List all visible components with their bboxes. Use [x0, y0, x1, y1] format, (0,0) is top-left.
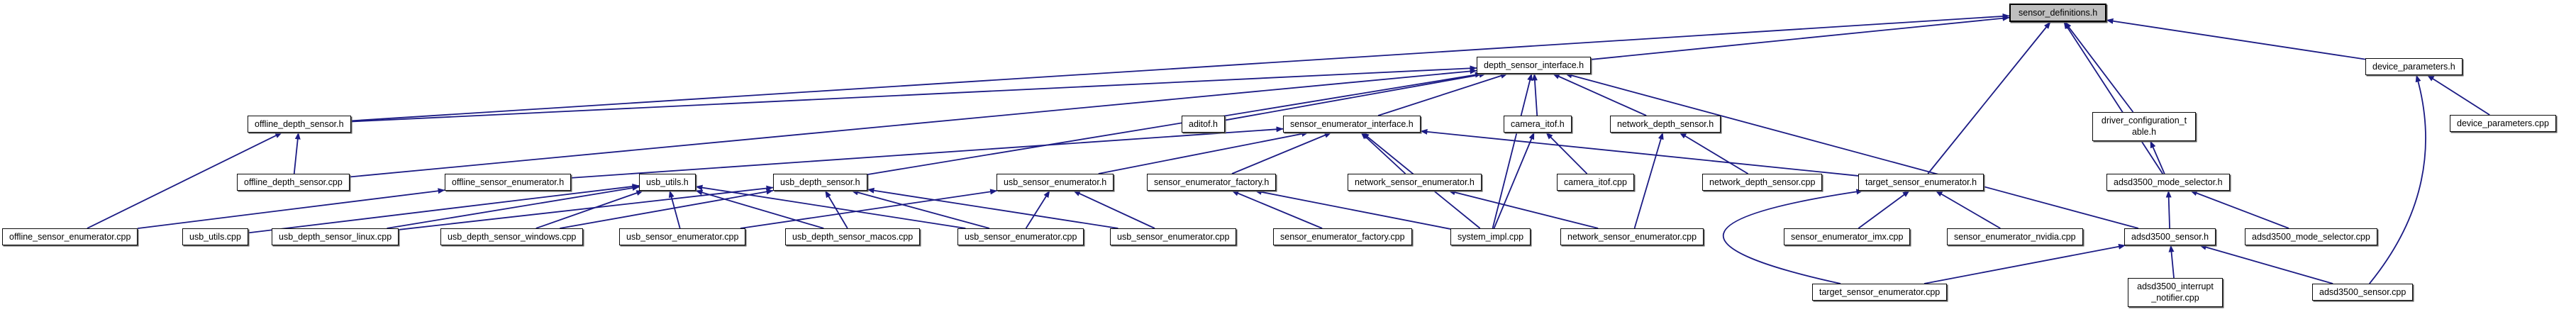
edge-usb_depth_sensor_windows_cpp-to-usb_utils_h [535, 190, 644, 229]
graph-node-adsd3500-interrupt-notifier-cpp[interactable]: adsd3500_interrupt_notifier.cpp [2128, 278, 2223, 307]
edge-sensor_enumerator_interface_h-to-depth_sensor_interface_h [1377, 73, 1508, 116]
edge-device_parameters_h-to-sensor_definitions_h [2106, 18, 2366, 60]
edge-adsd3500_mode_selector_cpp-to-adsd3500_mode_selector_h [2189, 190, 2289, 229]
graph-node-driver-configuration-table-h[interactable]: driver_configuration_table.h [2092, 112, 2196, 141]
graph-node-network-depth-sensor-h[interactable]: network_depth_sensor.h [1610, 116, 1721, 133]
edge-adsd3500_sensor_h-to-depth_sensor_interface_h [1565, 72, 2139, 229]
edge-offline_sensor_enumerator_cpp-to-offline_depth_sensor_h [87, 132, 283, 229]
edge-network_sensor_enumerator_h-to-sensor_enumerator_interface_h [1360, 132, 1406, 174]
edge-aditof_h-to-depth_sensor_interface_h [1224, 72, 1487, 121]
graph-node-depth-sensor-interface-h[interactable]: depth_sensor_interface.h [1477, 57, 1592, 74]
graph-node-network-sensor-enumerator-h[interactable]: network_sensor_enumerator.h [1348, 174, 1482, 191]
edge-usb_sensor_enumerator_cpp_1-to-usb_sensor_enumerator_h [740, 189, 998, 229]
edge-camera_itof_cpp-to-camera_itof_h [1545, 132, 1588, 174]
graph-node-usb-depth-sensor-h[interactable]: usb_depth_sensor.h [773, 174, 867, 191]
edge-usb_sensor_enumerator_cpp_2-to-usb_utils_h [695, 184, 966, 229]
graph-node-sensor-definitions-h: sensor_definitions.h [2009, 4, 2107, 23]
graph-node-usb-sensor-enumerator-h[interactable]: usb_sensor_enumerator.h [996, 174, 1114, 191]
edge-sensor_enumerator_imx_cpp-to-target_sensor_enumerator_h [1858, 190, 1910, 229]
edge-system_impl_cpp-to-sensor_enumerator_factory_h [1254, 189, 1451, 230]
edge-adsd3500_sensor_h-to-adsd3500_mode_selector_h [2165, 190, 2172, 229]
edge-system_impl_cpp-to-camera_itof_h [1493, 132, 1535, 229]
edge-network_depth_sensor_h-to-depth_sensor_interface_h [1552, 73, 1647, 116]
edge-usb_depth_sensor_h-to-depth_sensor_interface_h [867, 72, 1482, 175]
graph-node-sensor-enumerator-interface-h[interactable]: sensor_enumerator_interface.h [1283, 116, 1421, 133]
edge-usb_utils_cpp-to-usb_utils_h [248, 183, 640, 234]
edge-adsd3500_mode_selector_h-to-driver_configuration_table_h [2150, 140, 2165, 174]
edge-usb_sensor_enumerator_cpp_1-to-usb_utils_h [668, 190, 681, 229]
graph-node-usb-depth-sensor-linux-cpp[interactable]: usb_depth_sensor_linux.cpp [272, 228, 399, 246]
edge-offline_sensor_enumerator_cpp-to-offline_sensor_enumerator_h [137, 188, 445, 229]
graph-node-camera-itof-cpp[interactable]: camera_itof.cpp [1557, 174, 1634, 191]
graph-node-sensor-enumerator-imx-cpp[interactable]: sensor_enumerator_imx.cpp [1784, 228, 1911, 246]
edge-sensor_enumerator_factory_cpp-to-sensor_enumerator_factory_h [1231, 190, 1323, 229]
graph-node-aditof-h[interactable]: aditof.h [1182, 116, 1226, 133]
edge-target_sensor_enumerator_cpp-to-target_sensor_enumerator_h [1723, 189, 1864, 284]
edge-sensor_enumerator_factory_h-to-sensor_enumerator_interface_h [1231, 132, 1332, 174]
graph-node-offline-sensor-enumerator-cpp[interactable]: offline_sensor_enumerator.cpp [2, 228, 138, 246]
graph-node-network-sensor-enumerator-cpp[interactable]: network_sensor_enumerator.cpp [1560, 228, 1704, 246]
edge-target_sensor_enumerator_h-to-sensor_definitions_h [1927, 21, 2051, 174]
edge-offline_depth_sensor_cpp-to-depth_sensor_interface_h [349, 68, 1477, 178]
edge-network_sensor_enumerator_cpp-to-network_sensor_enumerator_h [1448, 189, 1599, 229]
graph-node-usb-sensor-enumerator-cpp-2[interactable]: usb_sensor_enumerator.cpp [957, 228, 1084, 246]
graph-node-usb-utils-h[interactable]: usb_utils.h [639, 174, 696, 191]
graph-node-sensor-enumerator-factory-cpp[interactable]: sensor_enumerator_factory.cpp [1273, 228, 1412, 246]
graph-node-adsd3500-sensor-h[interactable]: adsd3500_sensor.h [2124, 228, 2216, 246]
edge-offline_depth_sensor_h-to-sensor_definitions_h [350, 13, 2010, 122]
edge-usb_sensor_enumerator_cpp_3-to-usb_depth_sensor_h [867, 187, 1118, 229]
edge-network_sensor_enumerator_cpp-to-network_depth_sensor_h [1633, 132, 1664, 229]
edge-usb_depth_sensor_windows_cpp-to-usb_depth_sensor_h [560, 189, 774, 229]
graph-node-usb-utils-cpp[interactable]: usb_utils.cpp [182, 228, 248, 246]
graph-node-usb-sensor-enumerator-cpp-3[interactable]: usb_sensor_enumerator.cpp [1110, 228, 1237, 246]
graph-node-network-depth-sensor-cpp[interactable]: network_depth_sensor.cpp [1702, 174, 1823, 191]
edge-usb_sensor_enumerator_cpp_3-to-usb_sensor_enumerator_h [1072, 190, 1155, 229]
edge-sensor_enumerator_nvidia_cpp-to-target_sensor_enumerator_h [1935, 190, 2001, 229]
graph-node-system-impl-cpp[interactable]: system_impl.cpp [1450, 228, 1531, 246]
edge-adsd3500_sensor_cpp-to-device_parameters_h [2369, 74, 2426, 284]
edge-system_impl_cpp-to-depth_sensor_interface_h [1492, 73, 1533, 229]
edge-usb_depth_sensor_linux_cpp-to-usb_depth_sensor_h [398, 185, 774, 230]
graph-node-adsd3500-mode-selector-h[interactable]: adsd3500_mode_selector.h [2106, 174, 2230, 191]
edge-offline_depth_sensor_cpp-to-offline_depth_sensor_h [293, 132, 301, 174]
edge-network_depth_sensor_cpp-to-network_depth_sensor_h [1679, 132, 1748, 174]
edge-usb_depth_sensor_linux_cpp-to-usb_utils_h [387, 185, 640, 229]
graph-node-offline-depth-sensor-cpp[interactable]: offline_depth_sensor.cpp [237, 174, 350, 191]
edge-usb_depth_sensor_macos_cpp-to-usb_utils_h [695, 189, 824, 229]
graph-node-usb-depth-sensor-windows-cpp[interactable]: usb_depth_sensor_windows.cpp [440, 228, 584, 246]
edge-usb_depth_sensor_macos_cpp-to-usb_depth_sensor_h [824, 190, 848, 229]
graph-node-usb-depth-sensor-macos-cpp[interactable]: usb_depth_sensor_macos.cpp [785, 228, 921, 246]
graph-node-device-parameters-h[interactable]: device_parameters.h [2365, 58, 2463, 76]
edge-driver_configuration_table_h-to-sensor_definitions_h [2064, 21, 2134, 113]
edge-offline_sensor_enumerator_h-to-sensor_enumerator_interface_h [570, 126, 1284, 179]
edge-device_parameters_cpp-to-device_parameters_h [2426, 74, 2490, 116]
edge-adsd3500_sensor_cpp-to-adsd3500_sensor_h [2199, 244, 2333, 284]
graph-node-sensor-enumerator-nvidia-cpp[interactable]: sensor_enumerator_nvidia.cpp [1947, 228, 2083, 246]
edge-target_sensor_enumerator_h-to-sensor_enumerator_interface_h [1420, 128, 1859, 177]
graph-node-adsd3500-mode-selector-cpp[interactable]: adsd3500_mode_selector.cpp [2245, 228, 2377, 246]
graph-node-offline-sensor-enumerator-h[interactable]: offline_sensor_enumerator.h [445, 174, 572, 191]
edge-offline_depth_sensor_h-to-depth_sensor_interface_h [350, 65, 1477, 123]
edge-usb_sensor_enumerator_cpp_2-to-usb_depth_sensor_h [851, 189, 990, 229]
edge-adsd3500_mode_selector_h-to-sensor_definitions_h [2063, 21, 2163, 174]
graph-node-target-sensor-enumerator-h[interactable]: target_sensor_enumerator.h [1858, 174, 1984, 191]
edge-usb_sensor_enumerator_h-to-sensor_enumerator_interface_h [1098, 130, 1309, 174]
edge-target_sensor_enumerator_cpp-to-adsd3500_sensor_h [1923, 243, 2126, 284]
graph-node-usb-sensor-enumerator-cpp-1[interactable]: usb_sensor_enumerator.cpp [619, 228, 746, 246]
edge-usb_sensor_enumerator_cpp_2-to-usb_sensor_enumerator_h [1025, 190, 1050, 229]
graph-node-offline-depth-sensor-h[interactable]: offline_depth_sensor.h [248, 116, 351, 133]
graph-node-device-parameters-cpp[interactable]: device_parameters.cpp [2450, 115, 2556, 133]
edge-camera_itof_h-to-depth_sensor_interface_h [1531, 73, 1538, 116]
edge-adsd3500_interrupt_notifier_cpp-to-adsd3500_sensor_h [2168, 245, 2175, 279]
graph-node-camera-itof-h[interactable]: camera_itof.h [1504, 116, 1572, 133]
graph-node-adsd3500-sensor-cpp[interactable]: adsd3500_sensor.cpp [2312, 284, 2414, 301]
graph-node-sensor-enumerator-factory-h[interactable]: sensor_enumerator_factory.h [1147, 174, 1277, 191]
edge-depth_sensor_interface_h-to-sensor_definitions_h [1590, 15, 2010, 60]
graph-node-target-sensor-enumerator-cpp[interactable]: target_sensor_enumerator.cpp [1812, 284, 1948, 301]
